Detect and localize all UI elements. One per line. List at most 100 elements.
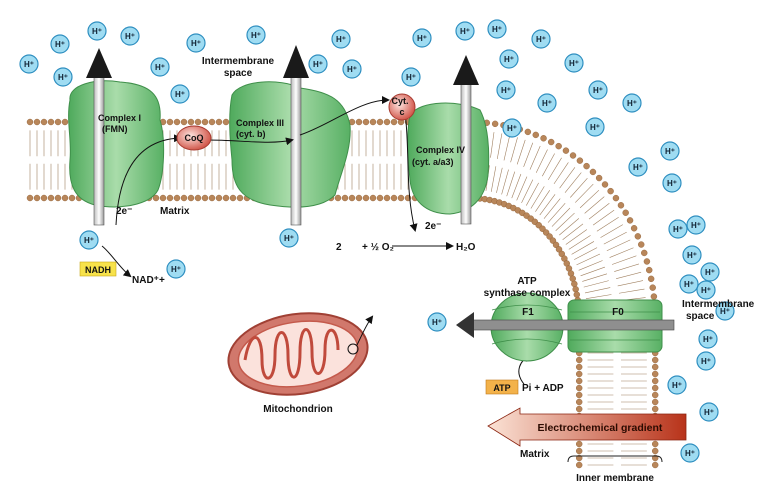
svg-text:H⁺: H⁺ (672, 381, 682, 390)
proton-pump-arrow-3 (283, 45, 309, 226)
svg-text:H⁺: H⁺ (417, 34, 427, 43)
proton-ion: H⁺ (682, 245, 702, 265)
svg-text:H⁺: H⁺ (665, 147, 675, 156)
proton-ion: H⁺ (564, 53, 584, 73)
svg-text:H⁺: H⁺ (691, 221, 701, 230)
svg-text:H⁺: H⁺ (593, 86, 603, 95)
proton-ion: H⁺ (696, 280, 716, 300)
svg-text:H⁺: H⁺ (627, 99, 637, 108)
nadh-arrow (101, 245, 132, 278)
atp-synthase-label-line1: ATP (517, 276, 537, 287)
svg-text:H⁺: H⁺ (536, 35, 546, 44)
complex3-label-line1: Complex III (236, 118, 284, 128)
svg-text:H⁺: H⁺ (703, 335, 713, 344)
electron-left-label: 2e⁻ (116, 206, 132, 217)
intermembrane-right-line2: space (686, 311, 715, 322)
proton-ion: H⁺ (715, 301, 735, 321)
proton-ion: H⁺ (537, 93, 557, 113)
complex4-label-line2: (cyt. a/a3) (412, 157, 454, 167)
proton-ion: H⁺ (331, 29, 351, 49)
pi-adp-label: Pi + ADP (522, 383, 564, 394)
inner-membrane-label: Inner membrane (576, 473, 654, 484)
proton-ion: H⁺ (342, 59, 362, 79)
electron-right-label: 2e⁻ (425, 221, 441, 232)
proton-ion: H⁺ (186, 33, 206, 53)
svg-text:H⁺: H⁺ (92, 27, 102, 36)
proton-ion: H⁺ (667, 375, 687, 395)
svg-text:H⁺: H⁺ (685, 449, 695, 458)
coq-label: CoQ (185, 133, 204, 143)
svg-text:H⁺: H⁺ (24, 60, 34, 69)
proton-ion: H⁺ (699, 402, 719, 422)
proton-ion: H⁺ (19, 54, 39, 74)
proton-ion: H⁺ (686, 215, 706, 235)
mitochondrion-label: Mitochondrion (263, 404, 332, 415)
svg-text:H⁺: H⁺ (667, 179, 677, 188)
svg-text:H⁺: H⁺ (125, 32, 135, 41)
svg-text:H⁺: H⁺ (251, 31, 261, 40)
proton-ion: H⁺ (79, 230, 99, 250)
svg-text:H⁺: H⁺ (590, 123, 600, 132)
proton-ion: H⁺ (487, 19, 507, 39)
proton-ion: H⁺ (170, 84, 190, 104)
f1-label: F1 (522, 307, 534, 318)
proton-ion: H⁺ (308, 54, 328, 74)
svg-text:H⁺: H⁺ (673, 225, 683, 234)
svg-text:H⁺: H⁺ (460, 27, 470, 36)
svg-text:H⁺: H⁺ (705, 268, 715, 277)
svg-text:H⁺: H⁺ (569, 59, 579, 68)
nad-plus-label: NAD⁺+ (132, 275, 165, 286)
svg-text:H⁺: H⁺ (284, 234, 294, 243)
proton-ion: H⁺ (50, 34, 70, 54)
water-eq-oxygen: + ½ O₂ (362, 242, 394, 253)
mitochondrion-illustration (227, 312, 374, 396)
svg-text:H⁺: H⁺ (175, 90, 185, 99)
water-eq-product: H₂O (456, 242, 476, 253)
svg-text:H⁺: H⁺ (492, 25, 502, 34)
proton-ion: H⁺ (279, 228, 299, 248)
proton-ion: H⁺ (401, 67, 421, 87)
svg-text:H⁺: H⁺ (191, 39, 201, 48)
intermembrane-top-line2: space (224, 68, 253, 79)
matrix-top-label: Matrix (160, 206, 190, 217)
atp-box (485, 379, 519, 395)
electron-path-4 (404, 111, 418, 232)
svg-text:H⁺: H⁺ (155, 63, 165, 72)
proton-ion: H⁺ (502, 118, 522, 138)
proton-flow-arrow (456, 312, 675, 338)
f0-label: F0 (612, 307, 624, 318)
proton-ion: H⁺ (696, 351, 716, 371)
svg-text:H⁺: H⁺ (507, 124, 517, 133)
proton-ion: H⁺ (427, 312, 447, 332)
proton-ion: H⁺ (120, 26, 140, 46)
electron-path-3 (299, 96, 390, 136)
proton-ions: H⁺ H⁺ H⁺ H⁺ H⁺ H⁺ H⁺ H⁺ H⁺ H⁺ H⁺ H⁺ H⁺ H⁺ H⁺ H⁺ H⁺ H⁺ H⁺ H⁺… (19, 19, 735, 463)
proton-ion: H⁺ (588, 80, 608, 100)
cyt-c-molecule (388, 93, 416, 121)
svg-text:H⁺: H⁺ (313, 60, 323, 69)
electron-path-2 (207, 137, 294, 146)
proton-ion: H⁺ (499, 49, 519, 69)
complex1-label-line1: Complex I (98, 113, 141, 123)
proton-ion: H⁺ (166, 259, 186, 279)
proton-ion: H⁺ (455, 21, 475, 41)
atp-label: ATP (493, 383, 510, 393)
svg-text:H⁺: H⁺ (704, 408, 714, 417)
complex1-label-line2: (FMN) (102, 124, 128, 134)
proton-ion: H⁺ (53, 67, 73, 87)
proton-pump-arrow-1 (86, 48, 112, 226)
svg-text:H⁺: H⁺ (542, 99, 552, 108)
proton-ion: H⁺ (668, 219, 688, 239)
coq-molecule: CoQ (176, 125, 212, 151)
nadh-label: NADH (85, 265, 111, 275)
water-eq-coef: 2 (336, 242, 342, 253)
svg-text:H⁺: H⁺ (55, 40, 65, 49)
inner-membrane-bracket (567, 455, 663, 463)
proton-ion: H⁺ (496, 80, 516, 100)
proton-ion: H⁺ (698, 329, 718, 349)
svg-text:H⁺: H⁺ (720, 307, 730, 316)
svg-text:H⁺: H⁺ (684, 280, 694, 289)
electron-path-1 (115, 134, 182, 226)
svg-text:H⁺: H⁺ (58, 73, 68, 82)
complex4-label-line1: Complex IV (416, 145, 465, 155)
